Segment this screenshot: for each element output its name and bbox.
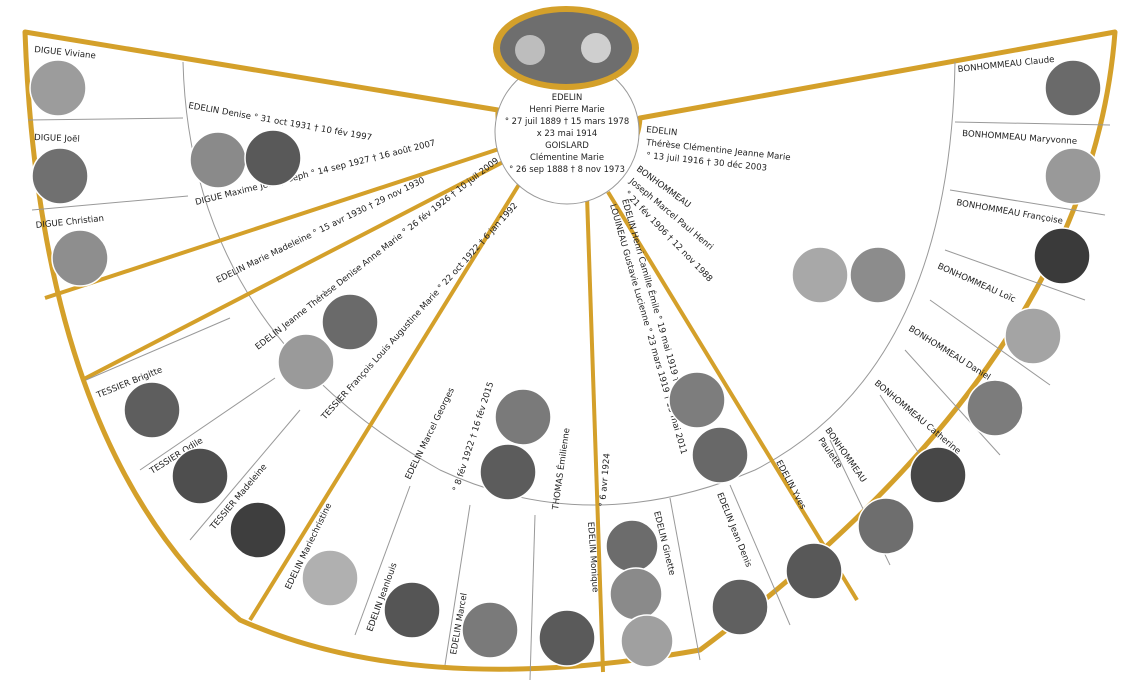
portrait-brigitte [123,381,181,439]
center-line: GOISLARD [545,140,589,150]
portrait-jeanlouis [383,581,441,639]
portrait-face [581,33,611,63]
branch-divider [606,190,859,602]
portrait-catherine [909,446,967,504]
portrait-marcel-georges [479,443,537,501]
center-line: ° 27 juil 1889 † 15 mars 1978 [505,116,629,126]
child-label-therese: EDELIN [646,125,678,138]
portrait-viviane [29,59,87,117]
portrait-therese [849,246,907,304]
portrait-francois [321,293,379,351]
center-line: Henri Pierre Marie [529,104,604,114]
center-line: EDELIN [552,92,582,102]
portrait-jeanne [277,333,335,391]
portrait-gustavie [668,371,726,429]
portrait-monique [538,609,596,667]
portrait-christian [51,229,109,287]
portrait-madeleine [229,501,287,559]
portrait-henri-camille [691,426,749,484]
branch-divider [248,176,525,622]
portrait-maxime [244,129,302,187]
child-portraits [189,129,907,501]
portrait-yves [785,542,843,600]
portrait-odile [171,447,229,505]
portrait-joel [31,147,89,205]
portrait-jeandenis [711,578,769,636]
grandchild-label-monique: EDELIN Monique [585,522,600,593]
branch-divider [585,195,605,673]
inner-arc [182,61,956,506]
branch-divider [44,146,503,300]
portrait-ginette-3 [620,614,674,668]
portrait-claude [1044,59,1102,117]
portrait-loic [1004,307,1062,365]
portrait-ginette-2 [609,567,663,621]
portrait-daniel [966,379,1024,437]
portrait-marcel [461,601,519,659]
grandchild-label-joel: DIGUE Joël [34,133,80,145]
portrait-francoise [1033,227,1091,285]
portrait-joseph [791,246,849,304]
portrait-ginette-1 [605,519,659,573]
child-dates-emilienne: ° 6 avr 1924 [598,453,613,507]
portrait-mariechristine [301,549,359,607]
center-portrait [500,12,632,84]
portrait-denise [189,131,247,189]
branch-divider [81,158,508,382]
center-line: Clémentine Marie [530,152,604,162]
grandchild-dividers [27,117,1111,681]
center-line: ° 26 sep 1888 † 8 nov 1973 [509,164,625,174]
portrait-emilienne [494,388,552,446]
grandchild-portraits [29,59,1102,668]
portrait-face [515,35,545,65]
portrait-maryvonne [1044,147,1102,205]
center-line: x 23 mai 1914 [537,128,598,138]
portrait-paulette [857,497,915,555]
